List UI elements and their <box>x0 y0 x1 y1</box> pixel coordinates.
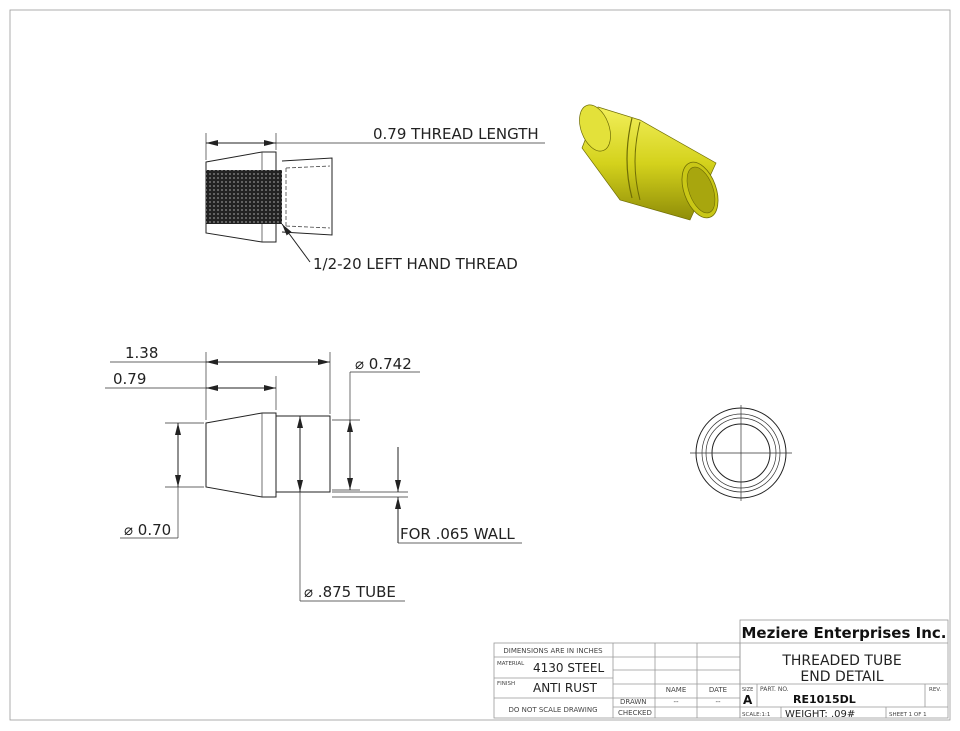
size-label: SIZE <box>742 687 753 693</box>
end-view <box>690 405 792 501</box>
dimensions-note: DIMENSIONS ARE IN INCHES <box>503 647 603 655</box>
date-header: DATE <box>709 686 727 694</box>
thread-spec-label: 1/2-20 LEFT HAND THREAD <box>313 255 518 273</box>
part-no-label: PART. NO. <box>760 686 789 693</box>
weight-value: WEIGHT: .09# <box>785 709 855 720</box>
checked-label: CHECKED <box>618 709 652 717</box>
sheet-border <box>9 9 951 721</box>
part-3d-render <box>579 104 719 221</box>
thread-length-label: 0.79 THREAD LENGTH <box>373 125 539 143</box>
title-line-2: END DETAIL <box>800 669 883 685</box>
material-label: MATERIAL <box>497 661 525 667</box>
scale-value: SCALE:1:1 <box>742 712 770 718</box>
dim-tube-od: ⌀ 0.742 <box>355 355 412 373</box>
side-view-dimensioned <box>105 352 522 602</box>
dim-overall-length: 1.38 <box>125 344 158 362</box>
scale-note: DO NOT SCALE DRAWING <box>508 706 597 714</box>
finish-value: ANTI RUST <box>533 681 598 695</box>
dim-wall: FOR .065 WALL <box>400 525 515 543</box>
name-header: NAME <box>666 686 687 694</box>
finish-label: FINISH <box>497 681 515 687</box>
title-line-1: THREADED TUBE <box>781 653 901 669</box>
company-name: Meziere Enterprises Inc. <box>742 624 947 642</box>
side-view-threaded <box>205 133 545 263</box>
drawn-date: -- <box>715 698 721 706</box>
drawn-name: -- <box>673 698 679 706</box>
rev-label: REV. <box>929 687 941 693</box>
part-number: RE1015DL <box>793 693 856 706</box>
title-block <box>493 619 949 719</box>
material-value: 4130 STEEL <box>533 661 604 675</box>
sheet-value: SHEET 1 OF 1 <box>889 712 927 718</box>
size-value: A <box>743 693 753 707</box>
dim-tube: ⌀ .875 TUBE <box>304 583 396 601</box>
drawn-label: DRAWN <box>620 698 647 706</box>
dim-taper-length: 0.79 <box>113 370 146 388</box>
dim-end-od: ⌀ 0.70 <box>124 521 171 539</box>
